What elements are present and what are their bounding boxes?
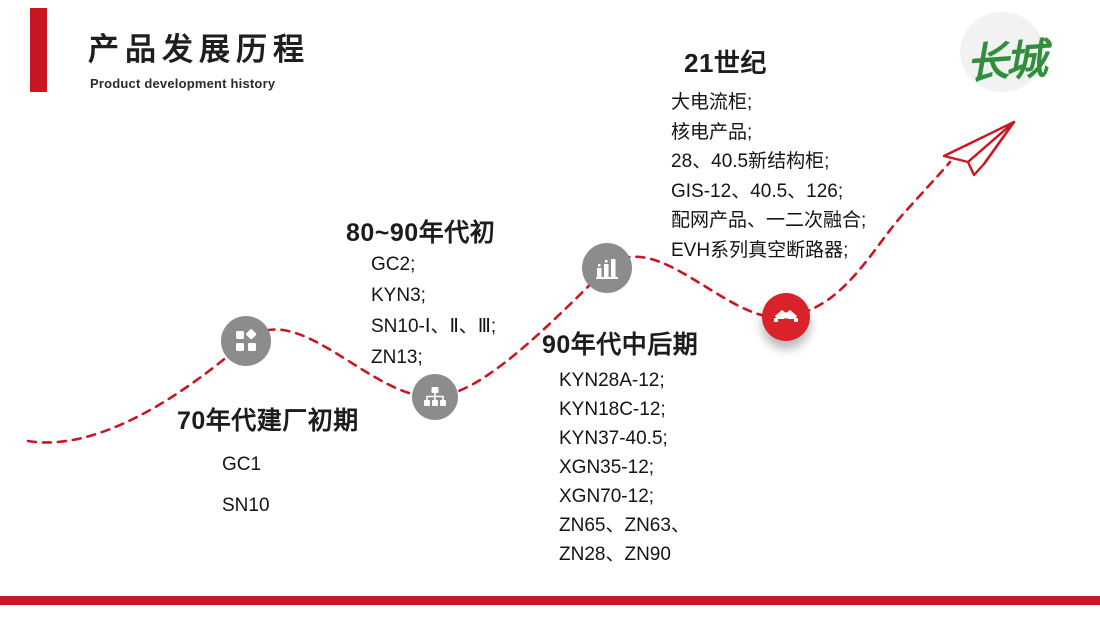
milestone-items-90s-late: KYN28A-12; KYN18C-12; KYN37-40.5; XGN35-12;… xyxy=(559,366,690,569)
factory-icon xyxy=(596,259,618,279)
company-logo: 长城 xyxy=(956,10,1048,94)
milestone-item: GC2; xyxy=(371,254,416,275)
milestone-item: 配网产品、一二次融合; xyxy=(671,210,867,231)
logo-circle xyxy=(960,12,1044,92)
milestone-item: ZN65、ZN63、 xyxy=(559,515,690,536)
paper-plane-icon xyxy=(942,120,1016,177)
milestone-title-80-90s: 80~90年代初 xyxy=(346,219,496,247)
milestone-item: 核电产品; xyxy=(671,121,753,143)
org-chart-icon xyxy=(424,387,446,406)
milestone-title-70s: 70年代建厂初期 xyxy=(177,407,359,435)
title-accent-bar xyxy=(30,8,47,92)
milestone-item: ZN28、ZN90 xyxy=(559,544,671,565)
milestone-node-70s xyxy=(221,316,271,366)
milestone-item: GC1 xyxy=(222,454,262,475)
milestone-item: KYN18C-12; xyxy=(559,399,666,420)
page-subtitle: Product development history xyxy=(90,76,276,91)
milestone-node-90s-late xyxy=(582,243,632,293)
milestone-item: ZN13; xyxy=(371,347,423,368)
logo-text: 长城 xyxy=(964,35,1046,88)
milestone-item: SN10-Ⅰ、Ⅱ、Ⅲ; xyxy=(371,316,497,337)
milestone-item: 28、40.5新结构柜; xyxy=(671,151,830,172)
milestone-items-21st-century: 大电流柜; 核电产品; 28、40.5新结构柜; GIS-12、40.5、126; 配网… xyxy=(671,88,866,265)
milestone-items-80-90s: GC2; KYN3; SN10-Ⅰ、Ⅱ、Ⅲ; ZN13; xyxy=(371,249,496,373)
page-title: 产品发展历程 xyxy=(88,32,310,67)
milestone-item: SN10 xyxy=(222,495,270,516)
milestone-node-21st-century xyxy=(762,293,810,341)
milestone-item: KYN37-40.5; xyxy=(559,428,668,449)
milestone-item: KYN3; xyxy=(371,285,426,306)
milestone-item: XGN35-12; xyxy=(559,457,655,478)
milestone-item: XGN70-12; xyxy=(559,486,655,507)
milestone-title-90s-late: 90年代中后期 xyxy=(542,331,699,359)
footer-accent-bar xyxy=(0,596,1100,605)
milestone-node-80-90s xyxy=(412,374,458,420)
milestone-item: 大电流柜; xyxy=(671,92,753,113)
handshake-icon xyxy=(774,310,798,322)
milestone-item: GIS-12、40.5、126; xyxy=(671,180,844,202)
milestone-item: EVH系列真空断路器; xyxy=(671,239,849,261)
milestone-title-21st-century: 21世纪 xyxy=(684,48,767,78)
milestone-item: KYN28A-12; xyxy=(559,370,665,391)
grid-squares-icon xyxy=(236,329,257,351)
